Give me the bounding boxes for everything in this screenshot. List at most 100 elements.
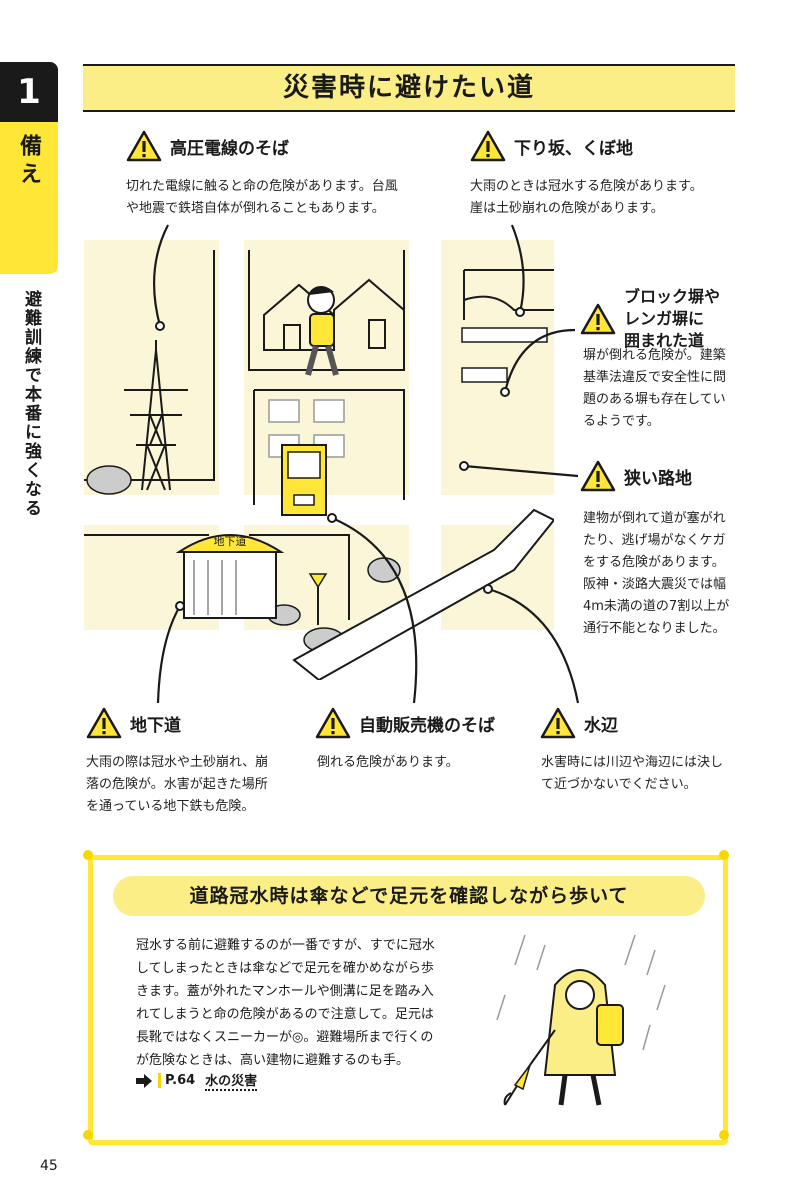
chapter-label: 備え (16, 134, 41, 190)
callout-body: 冠水する前に避難するのが一番ですが、すでに冠水 してしまったときは傘などで足元を… (136, 934, 456, 1072)
leader-dot (327, 513, 337, 523)
body-line: してしまったときは傘などで足元を確かめながら歩 (136, 961, 434, 976)
body-line: れてしまうと命の危険があるので注意して。足元は (136, 1007, 434, 1022)
body-line: が危険なときは、高い建物に避難するのも手。 (136, 1053, 410, 1068)
leader-dot (515, 307, 525, 317)
corner-dot (719, 850, 729, 860)
desc-line: るようです。 (583, 414, 660, 429)
hazard-title: 下り坂、くぼ地 (514, 138, 633, 159)
hazard-title: ブロック塀や レンガ塀に 囲まれた道 (624, 286, 720, 352)
hazard-block-wall-heading: ブロック塀や レンガ塀に 囲まれた道 (580, 286, 720, 352)
warning-icon (126, 130, 162, 162)
hazard-power-lines-heading: 高圧電線のそば (126, 130, 289, 162)
corner-dot (83, 850, 93, 860)
hazard-title: 高圧電線のそば (170, 138, 289, 159)
reference-title: 水の災害 (205, 1070, 258, 1091)
desc-line: 落の危険が。水害が起きた場所 (86, 777, 268, 792)
callout-box (88, 855, 728, 1145)
desc-line: 大雨のときは冠水する危険があります。 (470, 179, 703, 194)
warning-icon (580, 303, 616, 335)
hazard-downhill-desc: 大雨のときは冠水する危険があります。 崖は土砂崩れの危険があります。 (470, 176, 703, 220)
leader-narrow-alley (463, 464, 579, 478)
leader-dot (459, 461, 469, 471)
warning-icon (580, 460, 616, 492)
hazard-waterside-heading: 水辺 (540, 707, 618, 739)
desc-line: 倒れる危険があります。 (317, 755, 459, 770)
underpass-sign: 地下道 (214, 534, 247, 548)
desc-line: や地震で鉄塔自体が倒れることもあります。 (126, 201, 385, 216)
raincoat-person (503, 969, 624, 1106)
slope-road (292, 508, 554, 680)
callout-title: 道路冠水時は傘などで足元を確認しながら歩いて (189, 885, 629, 907)
desc-line: 通行不能となりました。 (583, 621, 726, 636)
desc-line: 崖は土砂崩れの危険があります。 (470, 201, 664, 216)
warning-icon (86, 707, 122, 739)
desc-line: 水害時には川辺や海辺には決し (541, 755, 724, 770)
title-line: 囲まれた道 (624, 331, 705, 350)
chapter-tab (0, 122, 58, 274)
desc-line: て近づかないでください。 (541, 777, 697, 792)
body-line: 冠水する前に避難するのが一番ですが、すでに冠水 (136, 938, 435, 953)
hazard-downhill-heading: 下り坂、くぼ地 (470, 130, 633, 162)
leader-waterside (487, 587, 580, 704)
corner-dot (83, 1130, 93, 1140)
hazard-title: 地下道 (130, 715, 181, 736)
leader-dot (483, 584, 493, 594)
leader-underpass (156, 605, 181, 704)
hazard-title: 水辺 (584, 715, 618, 736)
bushes (86, 465, 401, 653)
desc-line: 塀が倒れる危険が。建築 (583, 348, 726, 363)
hazard-vending-machine-heading: 自動販売機のそば (315, 707, 495, 739)
desc-line: 切れた電線に触ると命の危険があります。台風 (126, 179, 398, 194)
reference-page: P.64 (158, 1073, 199, 1088)
hazard-block-wall-desc: 塀が倒れる危険が。建築 基準法違反で安全性に問 題のある塀も存在してい るようで… (583, 345, 726, 433)
leader-dot (175, 601, 185, 611)
page-number: 45 (40, 1158, 58, 1174)
desc-line: 大雨の際は冠水や土砂崩れ、崩 (86, 755, 269, 770)
hazard-title: 狭い路地 (624, 468, 692, 489)
corner-dot (719, 1130, 729, 1140)
downhill-curve (463, 295, 554, 311)
desc-line: 基準法違反で安全性に問 (583, 370, 727, 385)
power-tower (124, 340, 188, 491)
desc-line: をする危険があります。 (583, 555, 725, 570)
title-line: ブロック塀や (624, 287, 721, 306)
leader-downhill (510, 224, 525, 313)
hazard-narrow-alley-heading: 狭い路地 (580, 460, 692, 492)
hazard-title: 自動販売機のそば (359, 715, 495, 736)
raincoat-illustration (496, 934, 666, 1106)
warning-icon (315, 707, 351, 739)
rain-lines (496, 934, 666, 1051)
body-line: きます。蓋が外れたマンホールや側溝に足を踏み入 (136, 984, 434, 999)
desc-line: 題のある塀も存在してい (583, 392, 726, 407)
body-line: 長靴ではなくスニーカーが◎。避難場所まで行くの (136, 1030, 434, 1045)
desc-line: 阪神・淡路大震災では幅 (583, 577, 727, 592)
desc-line: を通っている地下鉄も危険。 (86, 799, 255, 814)
desc-line: たり、逃げ場がなくケガ (583, 533, 726, 548)
leader-vending-machine (331, 516, 418, 704)
warning-icon (470, 130, 506, 162)
hazard-underpass-heading: 地下道 (86, 707, 181, 739)
underpass-entrance: 地下道 (175, 534, 285, 619)
title-line: レンガ塀に (624, 309, 705, 328)
warning-icon (540, 707, 576, 739)
chapter-number: 1 (0, 62, 58, 122)
hazard-narrow-alley-desc: 建物が倒れて道が塞がれ たり、逃げ場がなくケガ をする危険があります。 阪神・淡… (583, 508, 729, 640)
leader-dot (500, 387, 510, 397)
hazard-power-lines-desc: 切れた電線に触ると命の危険があります。台風 や地震で鉄塔自体が倒れることもありま… (126, 176, 398, 220)
hazard-vending-machine-desc: 倒れる危険があります。 (317, 752, 459, 774)
chapter-vertical-title: 避難訓練で本番に強くなる (21, 290, 41, 518)
page-reference[interactable]: P.64 水の災害 (136, 1070, 258, 1091)
callout-title-pill (113, 876, 705, 916)
leader-power-lines (153, 224, 169, 327)
title-bar (83, 64, 735, 112)
hazard-waterside-desc: 水害時には川辺や海辺には決し て近づかないでください。 (541, 752, 723, 796)
desc-line: 建物が倒れて道が塞がれ (583, 511, 726, 526)
person-figure (305, 286, 339, 376)
desc-line: 4m未満の道の7割以上が (583, 599, 730, 614)
leader-block-wall (503, 328, 576, 393)
vending-machine (281, 444, 327, 516)
arrow-right-icon (136, 1073, 152, 1088)
page-title: 災害時に避けたい道 (282, 73, 535, 103)
